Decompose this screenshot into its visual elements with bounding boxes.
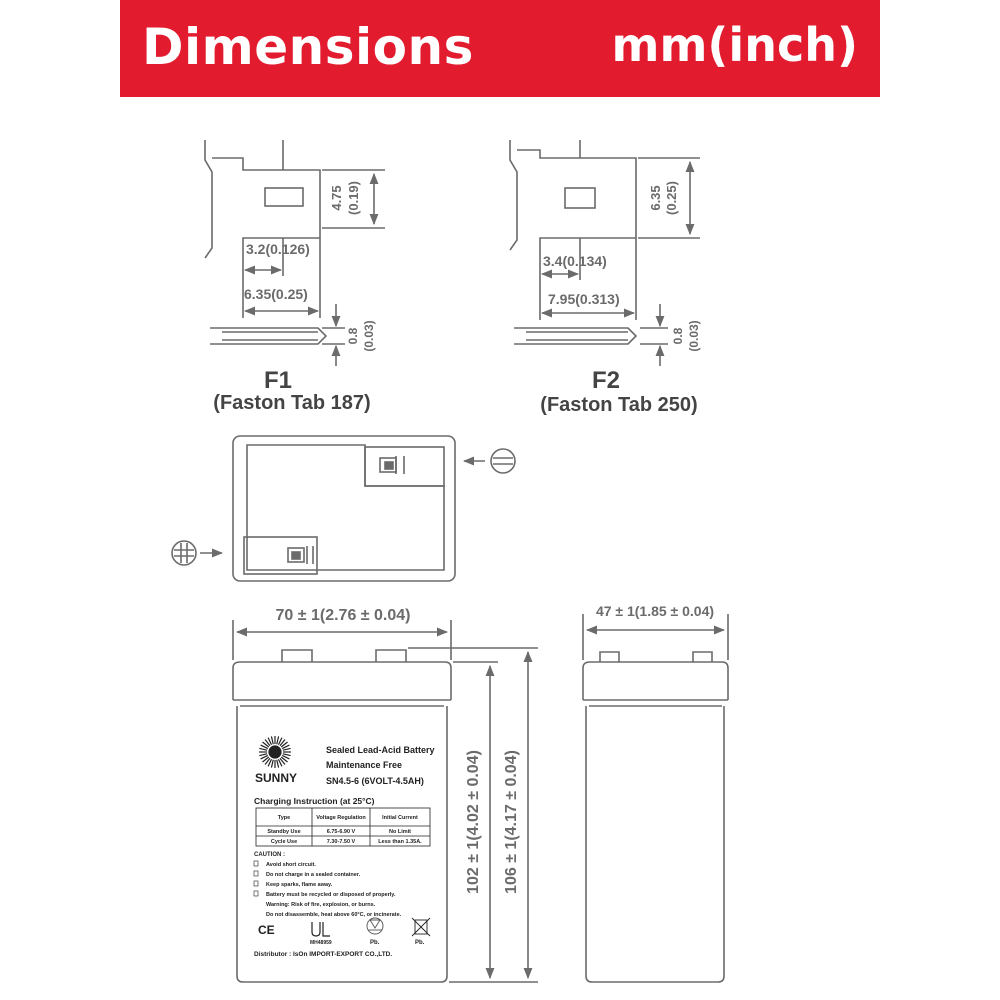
- battery-front-view: [232, 620, 538, 983]
- battery-case-height: 102 ± 1(4.02 ± 0.04): [465, 750, 482, 894]
- recycle-icon: [366, 917, 384, 935]
- sun-ray: [262, 741, 270, 748]
- pb-label: Pb.: [370, 940, 380, 946]
- sun-ray: [264, 739, 271, 747]
- sun-ray: [267, 758, 273, 767]
- weee-bin-icon: [411, 917, 431, 937]
- warning-line1: Warning: Risk of fire, explosion, or bur…: [266, 902, 376, 908]
- f1-name: F1: [264, 367, 292, 394]
- f1-height: 4.75: [329, 185, 344, 210]
- sun-ray: [280, 756, 288, 763]
- caution-item: Do not charge in a sealed container.: [266, 872, 361, 878]
- sunny-logo-icon: [259, 736, 291, 768]
- f1-thickness: 0.8: [346, 327, 360, 344]
- f1-description: (Faston Tab 187): [213, 392, 370, 414]
- sun-ray: [270, 759, 274, 768]
- f2-name: F2: [592, 367, 620, 394]
- battery-label: SUNNY Sealed Lead-Acid Battery Maintenan…: [253, 736, 435, 958]
- caution-item: Battery must be recycled or disposed of …: [266, 892, 396, 898]
- distributor: Distributor : IsOn IMPORT-EXPORT CO.,LTD…: [254, 951, 392, 958]
- sun-ray: [270, 736, 274, 745]
- sun-ray: [262, 756, 270, 763]
- ul-number: MH48959: [310, 940, 332, 946]
- f1-height-inch: (0.19): [346, 181, 361, 215]
- table-cell: Standby Use: [267, 829, 300, 835]
- f1-terminal-drawing: [204, 140, 385, 366]
- sun-ray: [267, 737, 273, 746]
- sun-ray: [277, 758, 283, 767]
- sun-ray: [280, 741, 288, 748]
- caution-title: CAUTION :: [254, 852, 285, 858]
- sun-ray: [260, 754, 269, 760]
- sun-ray: [282, 753, 291, 757]
- f2-inner-width: 3.4(0.134): [543, 253, 607, 269]
- sun-ray: [259, 747, 268, 751]
- page-title: Dimensions: [142, 18, 474, 76]
- pb-label: Pb.: [415, 940, 425, 946]
- sun-ray: [279, 757, 286, 765]
- f1-inner-width: 3.2(0.126): [246, 241, 310, 257]
- brand-name: SUNNY: [255, 771, 297, 785]
- ce-mark-icon: CE: [258, 923, 275, 937]
- charging-title: Charging Instruction (at 25°C): [254, 796, 375, 806]
- unit-label: mm(inch): [611, 18, 858, 72]
- charging-table: [255, 807, 431, 847]
- warning-line2: Do not disassemble, heat above 60°C, or …: [266, 912, 402, 918]
- table-cell: Cycle Use: [271, 839, 297, 845]
- f1-thickness-inch: (0.03): [362, 320, 376, 351]
- sun-ray: [281, 754, 290, 760]
- f2-outer-width: 7.95(0.313): [548, 291, 620, 307]
- caution-list: [253, 860, 259, 897]
- sun-ray: [260, 744, 269, 750]
- f2-height: 6.35: [648, 185, 663, 210]
- f2-description: (Faston Tab 250): [540, 394, 697, 416]
- label-line1: Sealed Lead-Acid Battery: [326, 745, 435, 755]
- table-cell: Less than 1.35A.: [378, 839, 422, 845]
- f2-thickness: 0.8: [671, 327, 685, 344]
- label-line2: Maintenance Free: [326, 760, 402, 770]
- sun-ray: [264, 757, 271, 765]
- battery-side-view: [582, 614, 729, 983]
- label-model: SN4.5-6 (6VOLT-4.5AH): [326, 776, 424, 786]
- battery-total-height: 106 ± 1(4.17 ± 0.04): [503, 750, 520, 894]
- table-header-voltage: Voltage Regulation: [316, 815, 366, 821]
- f2-terminal-drawing: [509, 140, 700, 366]
- sun-ray: [276, 736, 280, 745]
- sun-ray: [281, 744, 290, 750]
- sun-ray: [259, 753, 268, 757]
- caution-item: Avoid short circuit.: [266, 862, 316, 868]
- ul-mark-icon: [311, 922, 330, 937]
- battery-length: 70 ± 1(2.76 ± 0.04): [276, 607, 411, 624]
- battery-width: 47 ± 1(1.85 ± 0.04): [596, 603, 714, 619]
- sun-ray: [282, 747, 291, 751]
- header-banner: Dimensions mm(inch): [120, 0, 880, 97]
- caution-item: Keep sparks, flame away.: [266, 882, 333, 888]
- sun-ray: [277, 737, 283, 746]
- table-header-type: Type: [278, 815, 290, 821]
- table-cell: 7.30-7.50 V: [327, 839, 356, 845]
- f1-outer-width: 6.35(0.25): [244, 286, 308, 302]
- sun-ray: [279, 739, 286, 747]
- sun-ray: [276, 759, 280, 768]
- f2-height-inch: (0.25): [664, 181, 679, 215]
- table-cell: No Limit: [389, 829, 411, 835]
- battery-top-view: [171, 435, 516, 582]
- table-cell: 6.75-6.90 V: [327, 829, 356, 835]
- f2-thickness-inch: (0.03): [687, 320, 701, 351]
- table-header-current: Initial Current: [382, 815, 418, 821]
